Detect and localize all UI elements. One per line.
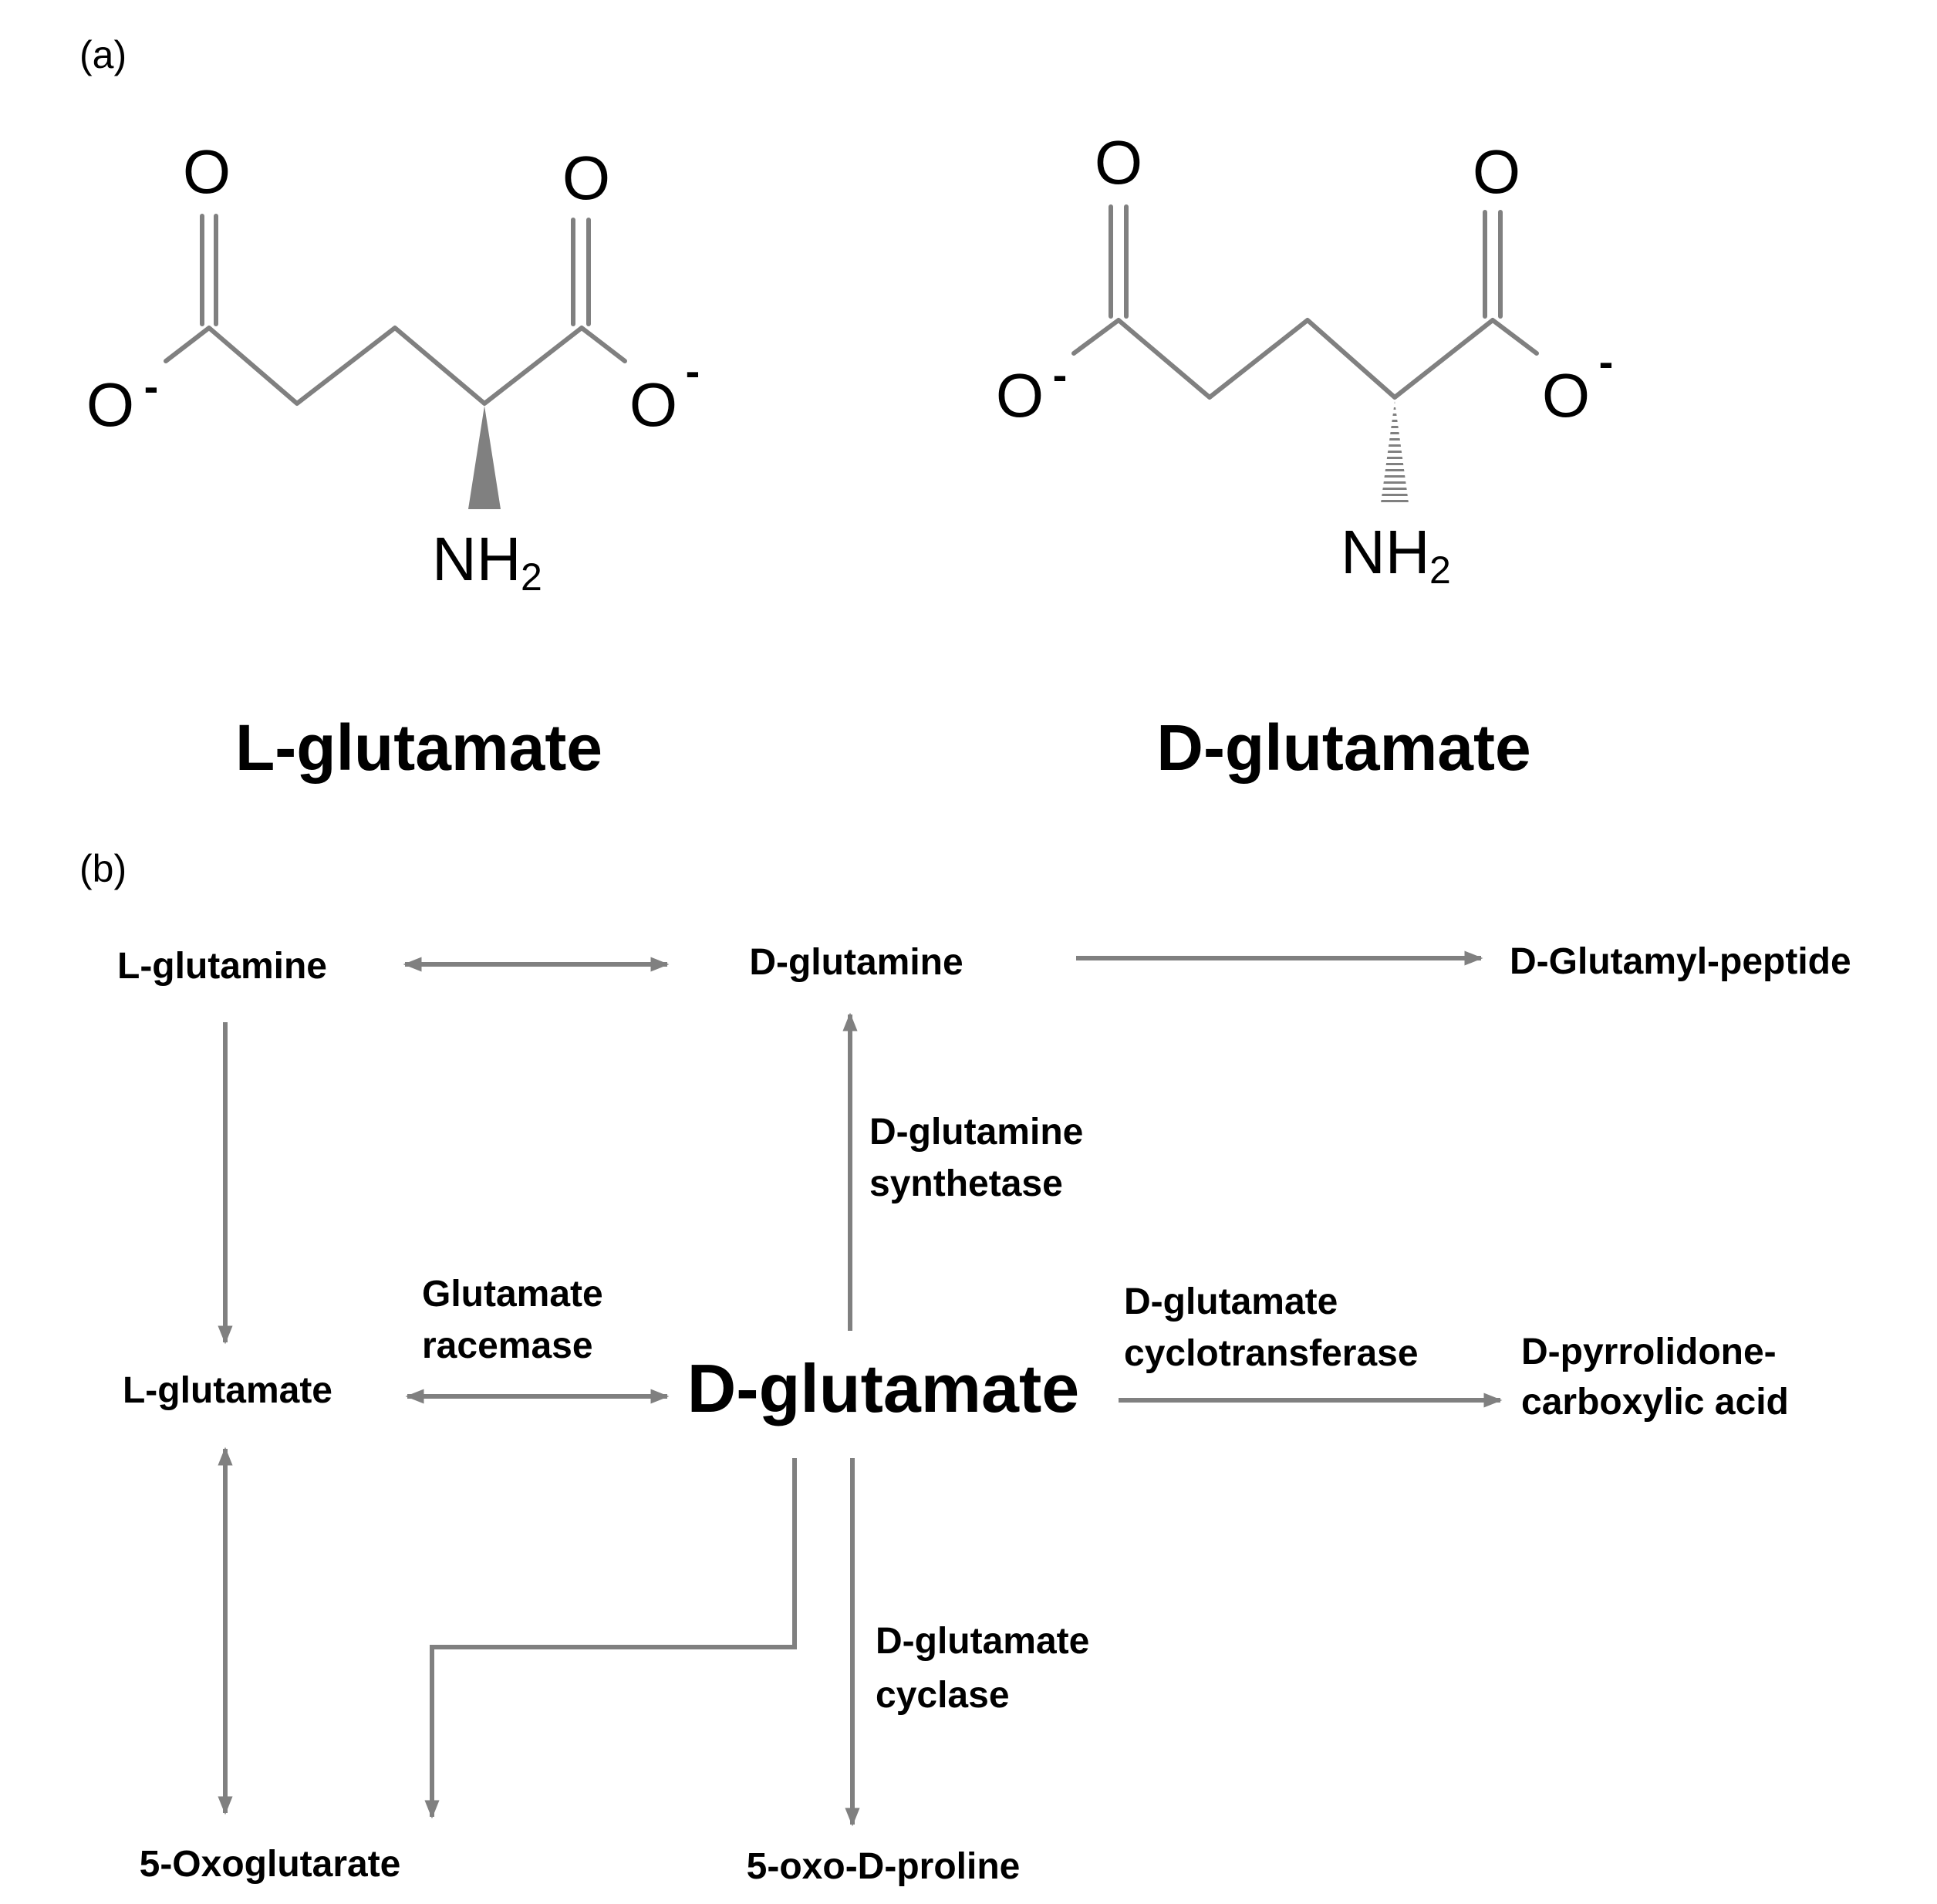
d-glu-nh: NH [1341, 518, 1430, 586]
node-l-glutamate: L-glutamate [123, 1370, 332, 1411]
node-l-glutamine: L-glutamine [117, 946, 327, 987]
node-5-oxoglutarate: 5-Oxoglutarate [140, 1844, 401, 1885]
enzyme-synthetase-line2: synthetase [869, 1163, 1063, 1204]
enzyme-racemase-line1: Glutamate [422, 1274, 603, 1315]
panel-a-label: (a) [79, 33, 127, 76]
l-glu-charge-left: - [144, 362, 159, 410]
enzyme-racemase-line2: racemase [422, 1325, 593, 1366]
l-glu-o-top-right: O [562, 143, 610, 212]
l-glu-nh: NH [432, 525, 521, 593]
node-d-glutamyl-peptide: D-Glutamyl-peptide [1510, 941, 1851, 982]
enzyme-cyclotransferase-line1: D-glutamate [1124, 1281, 1338, 1322]
node-d-glutamate: D-glutamate [687, 1350, 1080, 1426]
enzyme-cyclotransferase-line2: cyclotransferase [1124, 1333, 1419, 1374]
panel-b-label: (b) [79, 847, 127, 890]
l-glu-nh-sub: 2 [521, 555, 542, 599]
node-d-pyrrolidone-line1: D-pyrrolidone- [1521, 1332, 1777, 1372]
d-glu-o-minus-right: O [1542, 361, 1590, 430]
l-glu-o-minus-left: O [86, 370, 134, 439]
d-glu-charge-right: - [1599, 337, 1614, 386]
enzyme-synthetase-line1: D-glutamine [869, 1112, 1083, 1153]
d-glu-o-top-right: O [1473, 137, 1520, 206]
l-glu-charge-right: - [686, 346, 700, 395]
node-d-pyrrolidone-line2: carboxylic acid [1521, 1382, 1789, 1423]
l-glutamate-structure: O O O - O - NH 2 [86, 137, 700, 599]
node-d-glutamine: D-glutamine [749, 942, 963, 983]
d-glu-o-top-left: O [1095, 128, 1142, 197]
enzyme-cyclase-line1: D-glutamate [876, 1621, 1089, 1662]
d-glutamate-structure: O O O - O - NH 2 [996, 128, 1613, 592]
l-glu-o-top-left: O [183, 137, 231, 206]
d-glu-charge-left: - [1053, 350, 1068, 399]
l-glu-o-minus-right: O [629, 370, 677, 439]
node-5-oxo-d-proline: 5-oxo-D-proline [747, 1846, 1021, 1887]
d-glu-nh-sub: 2 [1429, 549, 1451, 592]
d-glutamate-name: D-glutamate [1156, 711, 1530, 784]
arrow-d-glutamate-5-oxoglutarate [424, 1458, 797, 1819]
l-glutamate-name: L-glutamate [235, 711, 602, 784]
enzyme-cyclase-line2: cyclase [876, 1675, 1010, 1716]
d-glu-o-minus-left: O [996, 361, 1044, 430]
